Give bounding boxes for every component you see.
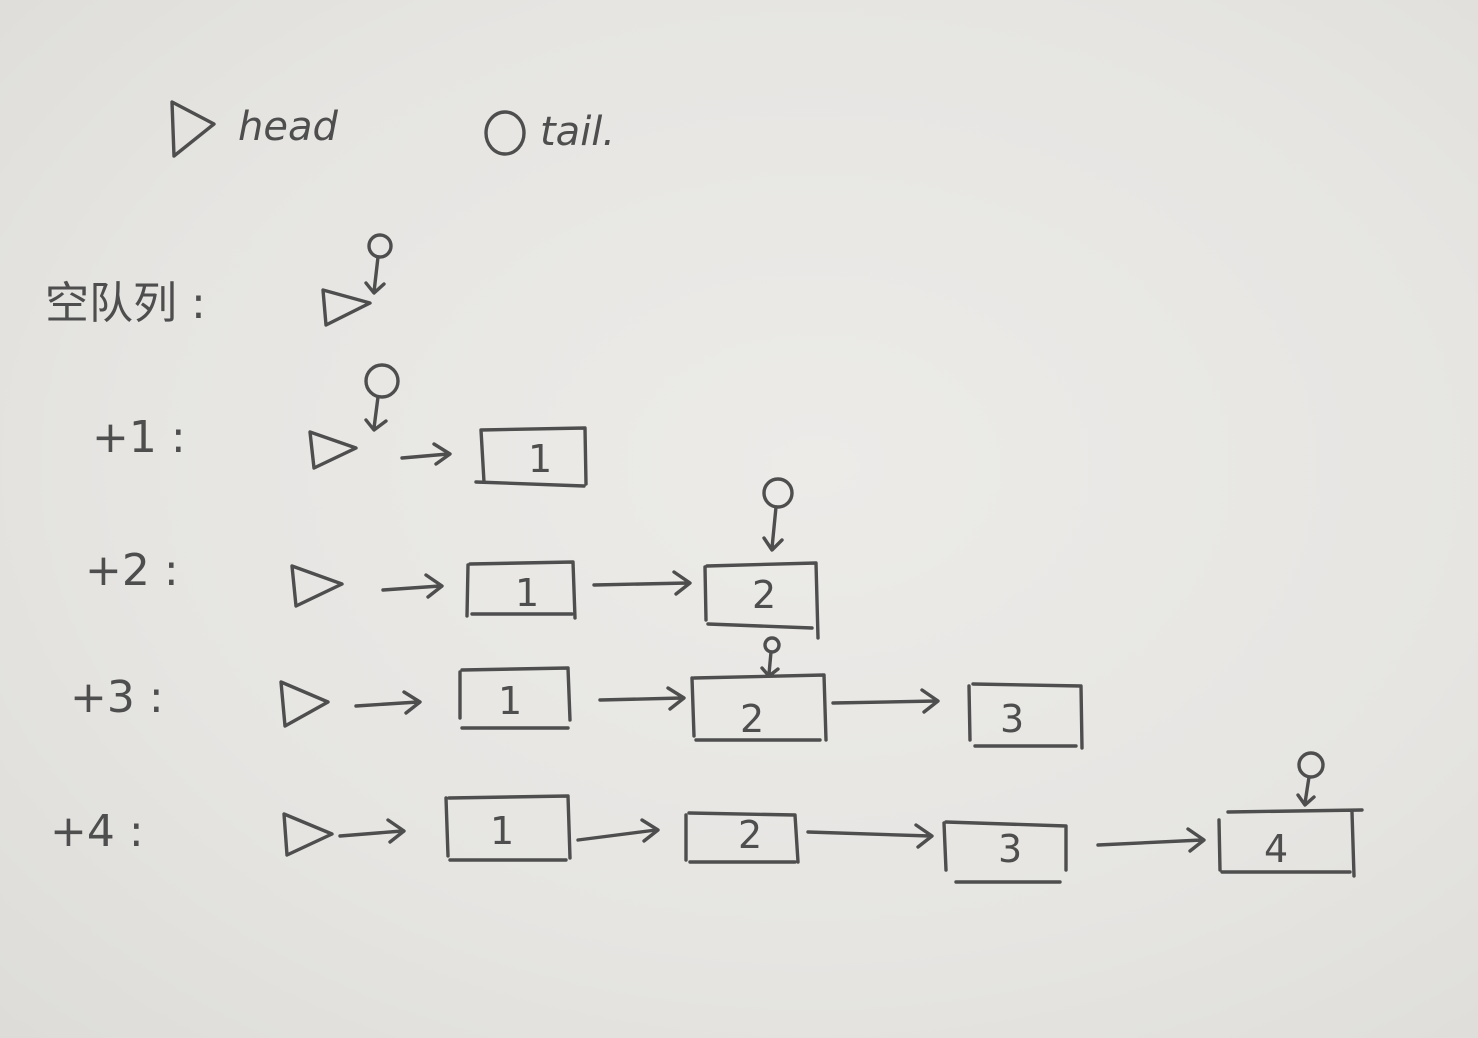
row-empty: 空队列 : [45, 233, 393, 329]
head-triangle-icon [282, 812, 334, 857]
tail-pointer-icon [364, 363, 400, 432]
tail-circle-icon [484, 110, 526, 156]
row-plus-1: +1 : 1 [92, 363, 588, 488]
tail-pointer-icon [1296, 751, 1325, 807]
legend: head tail. [170, 100, 615, 158]
node-value: 1 [490, 809, 514, 853]
arrow [831, 688, 940, 714]
arrow [338, 818, 406, 844]
node-box: 4 [1217, 808, 1364, 878]
node-box: 1 [458, 666, 572, 730]
arrow [598, 686, 686, 711]
node-box: 3 [942, 820, 1068, 884]
node-box: 2 [703, 561, 820, 640]
row-label: +4 : [50, 806, 144, 857]
row-plus-2: +2 : 1 2 [85, 477, 820, 640]
head-triangle-icon [308, 430, 358, 470]
arrow [354, 690, 422, 715]
node-box: 2 [690, 673, 828, 742]
legend-head-label: head [238, 104, 338, 150]
arrow [400, 442, 452, 466]
node-value: 4 [1264, 827, 1288, 871]
legend-tail-label: tail. [540, 109, 615, 155]
node-box: 1 [444, 794, 572, 862]
row-label: +2 : [85, 545, 179, 596]
arrow [381, 573, 444, 599]
node-box: 2 [684, 811, 800, 864]
node-value: 1 [528, 437, 552, 481]
node-value: 2 [738, 813, 762, 857]
tail-pointer-icon [762, 477, 794, 552]
head-triangle-icon [321, 288, 372, 327]
row-label: +3 : [70, 672, 164, 723]
legend-tail: tail. [484, 109, 615, 156]
node-box: 1 [465, 560, 577, 620]
node-value: 2 [752, 573, 776, 617]
legend-head: head [170, 100, 338, 158]
tail-pointer-icon [364, 233, 393, 295]
node-value: 2 [740, 697, 764, 741]
row-plus-4: +4 : 1 2 3 4 [50, 751, 1364, 884]
arrow [806, 823, 934, 849]
row-label: +1 : [92, 412, 186, 463]
node-value: 3 [998, 827, 1022, 871]
row-label: 空队列 : [45, 278, 206, 329]
tail-pointer-icon [760, 636, 781, 678]
head-triangle-icon [290, 564, 344, 608]
node-value: 1 [498, 679, 522, 723]
node-value: 1 [515, 571, 539, 615]
row-plus-3: +3 : 1 2 3 [70, 636, 1084, 750]
arrow [592, 570, 692, 596]
head-triangle-icon [170, 100, 216, 158]
node-box: 3 [967, 682, 1084, 750]
head-triangle-icon [279, 680, 330, 728]
node-value: 3 [1000, 697, 1024, 741]
arrow [576, 818, 660, 843]
arrow [1096, 827, 1206, 853]
node-box: 1 [474, 426, 588, 488]
